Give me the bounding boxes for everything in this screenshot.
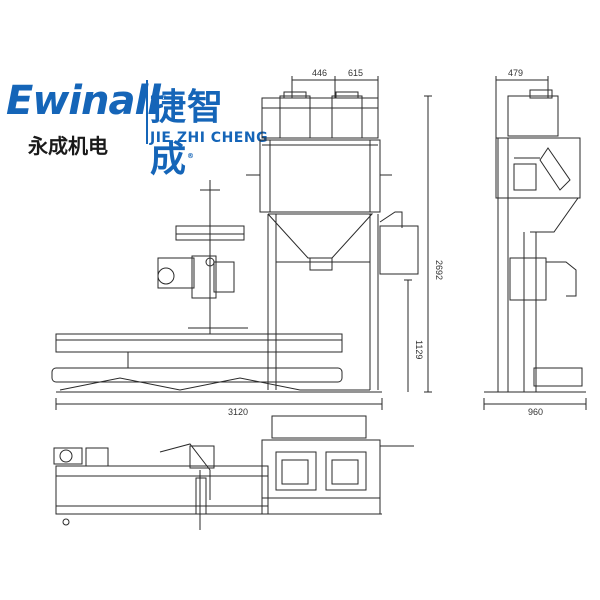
dim-side-top: 479 <box>508 68 523 78</box>
side-view <box>483 76 587 410</box>
dim-side-depth: 960 <box>528 407 543 417</box>
ewinall-logo: Ewinall® 永成机电 <box>6 78 167 158</box>
ewinall-chinese-name: 永成机电 <box>28 134 108 158</box>
jzc-logo: 捷智成® JIE ZHI CHENG <box>150 76 268 180</box>
dim-lower-height: 1129 <box>414 340 424 359</box>
jzc-chinese-name: 捷智成® <box>150 87 225 180</box>
jzc-english-name: JIE ZHI CHENG <box>150 130 269 146</box>
dim-top-a: 446 <box>312 68 327 78</box>
logo-divider <box>146 80 148 144</box>
front-view <box>51 76 432 410</box>
dim-top-b: 615 <box>348 68 363 78</box>
top-view <box>53 415 414 530</box>
dim-total-length: 3120 <box>228 407 248 417</box>
ewinall-wordmark: Ewinall® <box>6 78 167 124</box>
dim-total-height: 2692 <box>434 260 444 280</box>
